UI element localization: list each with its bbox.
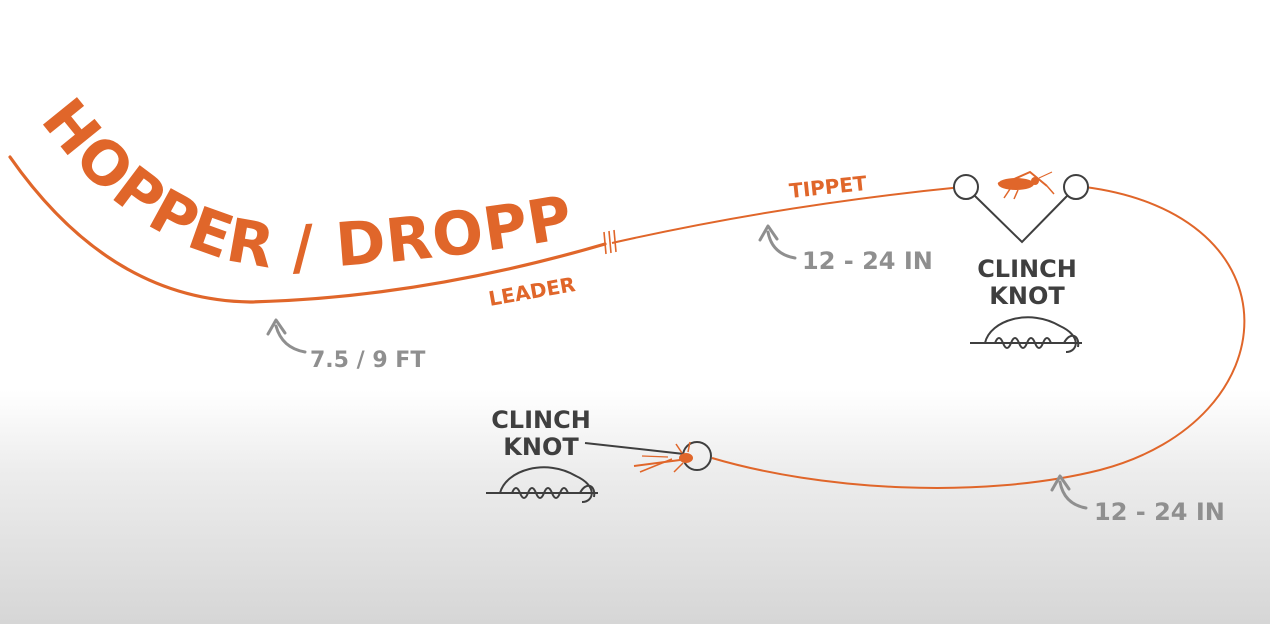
clinch-knot-bottom-line1: CLINCH: [491, 406, 591, 434]
hopper-knot-left-circle: [953, 174, 979, 200]
clinch-knot-bottom-icon: [486, 466, 598, 503]
nymph-knot-callout-line: [584, 442, 685, 455]
leader-length-arrow-icon: [274, 324, 307, 354]
tippet-length-arrow-icon: [766, 230, 797, 260]
dropper-arrowhead-icon: [1050, 474, 1071, 492]
leader-label: LEADER: [487, 272, 577, 311]
knot-callout-chevron: [974, 195, 1068, 244]
nymph-fly-icon: [633, 441, 693, 473]
clinch-knot-top-line2: KNOT: [989, 282, 1065, 310]
leader-line: [8, 155, 607, 304]
tippet-line: [611, 186, 963, 244]
hopper-knot-right-circle: [1063, 174, 1089, 200]
clinch-knot-top-icon: [970, 316, 1082, 353]
tippet-label: TIPPET: [788, 171, 868, 203]
dropper-length-arrow-icon: [1058, 480, 1088, 510]
dropper-line: [711, 186, 1246, 489]
leader-length-label: 7.5 / 9 FT: [310, 348, 425, 373]
hopper-fly-icon: [997, 170, 1055, 200]
tippet-length-label: 12 - 24 IN: [802, 247, 933, 275]
clinch-knot-top-line1: CLINCH: [977, 255, 1077, 283]
tippet-arrowhead-icon: [758, 224, 779, 242]
leader-arrowhead-icon: [266, 318, 287, 336]
junction-knot-icon: [603, 229, 617, 255]
clinch-knot-bottom-line2: KNOT: [503, 433, 579, 461]
dropper-length-label: 12 - 24 IN: [1094, 498, 1225, 526]
